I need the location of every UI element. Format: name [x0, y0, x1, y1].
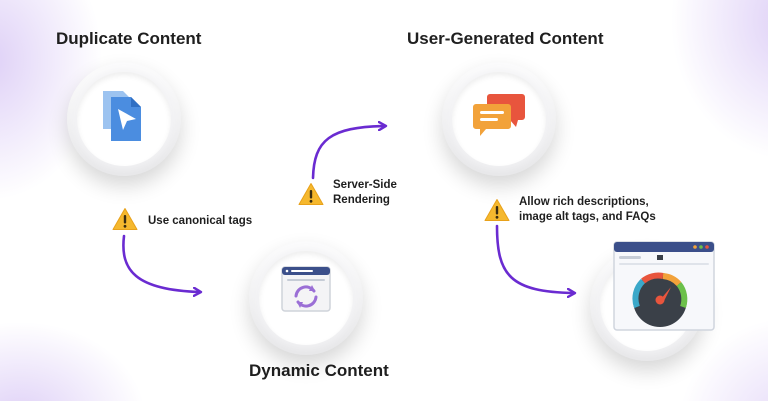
ssr-note-line-2: Rendering — [333, 194, 390, 206]
duplicate-content-title: Duplicate Content — [56, 29, 202, 48]
arrow-dynamic-to-ugc — [311, 126, 385, 180]
ugc-note-line-1: Allow rich descriptions, — [519, 196, 649, 208]
dynamic-content-title: Dynamic Content — [249, 361, 389, 380]
server-side-rendering-note: Server-Side Rendering — [333, 178, 397, 208]
ssr-note-line-1: Server-Side — [333, 179, 397, 191]
warning-icon — [112, 208, 138, 230]
browser-refresh-icon — [281, 266, 331, 312]
chat-bubbles-icon — [473, 94, 525, 136]
user-generated-content-title: User-Generated Content — [407, 29, 604, 48]
canonical-tags-note: Use canonical tags — [148, 214, 252, 229]
canonical-tags-text: Use canonical tags — [148, 215, 253, 227]
arrow-ugc-to-performance — [495, 224, 574, 293]
warning-icon — [484, 199, 510, 221]
rich-descriptions-note: Allow rich descriptions, image alt tags,… — [519, 195, 656, 225]
duplicate-files-icon — [103, 91, 141, 141]
warning-icon — [298, 183, 324, 205]
ugc-note-line-2: image alt tags, and FAQs — [519, 211, 656, 223]
browser-speed-gauge-icon — [613, 241, 715, 331]
arrow-duplicate-to-dynamic — [122, 234, 200, 292]
